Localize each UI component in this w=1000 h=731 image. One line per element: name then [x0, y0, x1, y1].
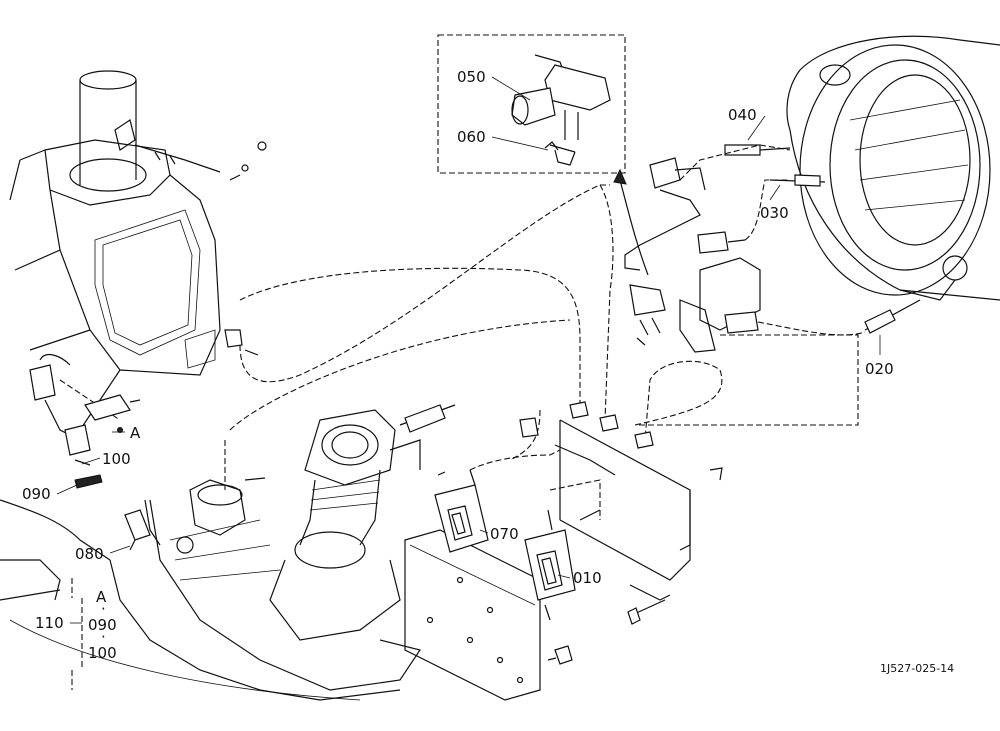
- callout-020: 020: [865, 360, 894, 378]
- kit-a: A: [96, 588, 107, 606]
- sensor-detail-inset: [437, 34, 626, 174]
- exhaust-housing: [9, 70, 267, 431]
- callout-010: 010: [573, 569, 602, 587]
- callout-110: 110: [35, 614, 64, 632]
- sensor-080: [124, 499, 194, 554]
- callout-080: 080: [75, 545, 104, 563]
- sensor-030: [769, 174, 826, 187]
- plate-bracket: [404, 529, 541, 701]
- sensor-040: [724, 144, 791, 156]
- callout-060: 060: [457, 128, 486, 146]
- drawing-code: 1J527-025-14: [880, 662, 954, 675]
- control-unit-010: [524, 509, 576, 621]
- sensor-assembly-left: [29, 353, 141, 489]
- callout-030: 030: [760, 204, 789, 222]
- callout-labels: 050 060 040 030 020 010 070 080 090 100 …: [22, 68, 954, 675]
- callout-100: 100: [102, 450, 131, 468]
- bolts: [244, 477, 666, 665]
- frame-contour: [0, 499, 401, 701]
- callout-050: 050: [457, 68, 486, 86]
- callout-070: 070: [490, 525, 519, 543]
- engine-housing: [786, 35, 1000, 301]
- control-unit-bracket: [519, 401, 723, 601]
- direction-arrow: [619, 179, 649, 276]
- wiring-harness: [59, 144, 866, 520]
- kit-dot-2: ·: [101, 628, 106, 646]
- callout-040: 040: [728, 106, 757, 124]
- kit-dot-1: ·: [101, 600, 106, 618]
- callout-090: 090: [22, 485, 51, 503]
- control-unit-070: [434, 469, 489, 553]
- connector-bracket: [624, 157, 761, 353]
- sensor-020: [864, 299, 921, 334]
- kit-100: 100: [88, 644, 117, 662]
- kit-090: 090: [88, 616, 117, 634]
- leader-lines: [56, 76, 881, 690]
- exhaust-converter: [149, 404, 456, 691]
- callout-a: A: [130, 424, 141, 442]
